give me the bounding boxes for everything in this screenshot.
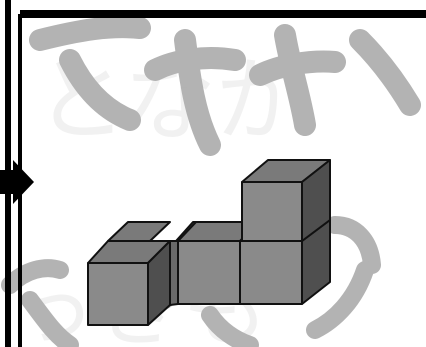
arrow-right-icon [0, 160, 34, 204]
cube-front-top [241, 181, 303, 242]
cube-cluster [87, 159, 331, 326]
watermark-line-1: となが [35, 47, 308, 154]
cube-front-left [87, 262, 149, 326]
cube-front-middle [177, 240, 241, 305]
cube-front-right-bottom [239, 240, 303, 305]
cube-side-top [301, 159, 331, 242]
